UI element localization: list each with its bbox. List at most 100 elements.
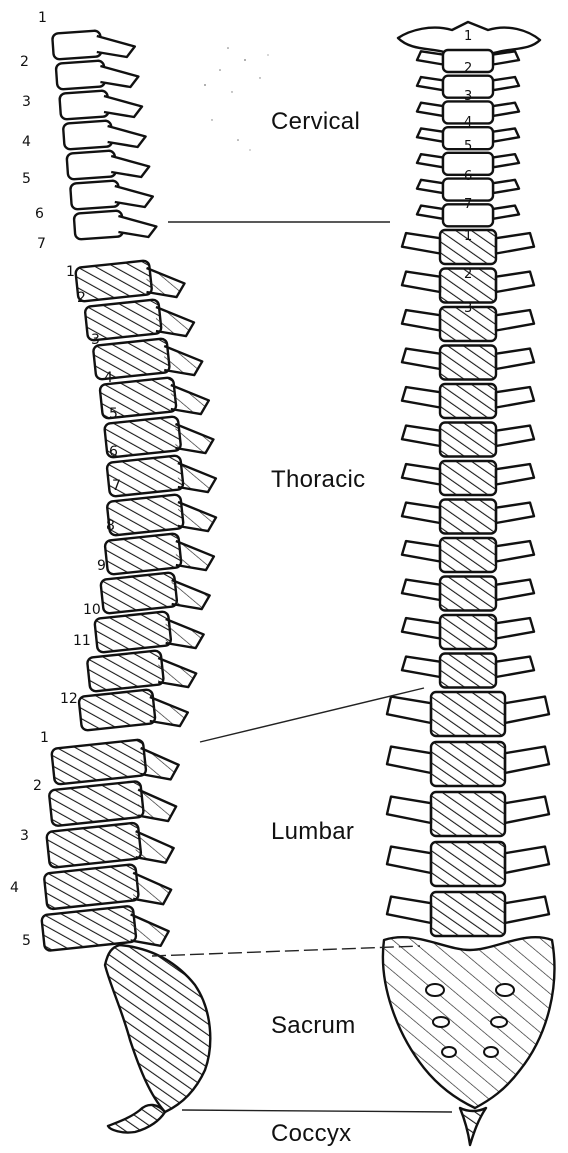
side-thoracic-spinous-process [178,463,216,492]
front-thoracic-right-process [496,464,534,484]
front-thoracic-body [440,384,496,418]
front-thoracic-left-process [402,349,440,369]
side-thoracic-body [94,611,171,653]
front-cervical-left-process [417,154,443,167]
front-cervical-right-process [493,77,519,90]
side-thoracic-number: 7 [112,478,121,494]
label-coccyx: Coccyx [271,1120,351,1148]
label-sacrum: Sacrum [271,1012,356,1040]
front-thoracic-left-process [402,580,440,600]
front-thoracic-right-process [496,310,534,330]
posterior-spine-view [383,22,555,1145]
side-thoracic-body [75,260,152,302]
front-thoracic-left-process [402,464,440,484]
side-thoracic-vertebrae [75,260,216,731]
front-thoracic-body [440,500,496,534]
label-thoracic: Thoracic [271,466,365,494]
label-cervical: Cervical [271,108,360,136]
side-thoracic-spinous-process [176,541,214,570]
front-thoracic-right-process [496,426,534,446]
side-thoracic-spinous-process [158,658,196,687]
side-lumbar-number: 3 [20,828,29,844]
front-lumbar-left-process [387,897,431,923]
front-lumbar-right-process [505,697,549,723]
side-cervical-body [52,30,102,59]
side-thoracic-number: 1 [66,264,75,280]
side-cervical-body [70,180,120,209]
side-thoracic-spinous-process [178,502,216,531]
side-lumbar-spinous-process [141,748,179,779]
side-lumbar-spinous-process [133,873,171,904]
side-thoracic-number: 6 [109,444,118,460]
lateral-spine-view [41,30,216,1132]
side-lumbar-body [44,864,139,909]
scan-speckle [204,47,269,150]
front-cervical-number: 6 [464,169,472,184]
front-cervical-left-process [417,206,443,219]
front-thoracic-vertebrae [402,230,534,688]
front-lumbar-left-process [387,747,431,773]
side-cervical-body [56,60,106,89]
side-thoracic-spinous-process [156,307,194,336]
side-cervical-spinous-process [100,66,138,87]
front-thoracic-body [440,577,496,611]
front-thoracic-right-process [496,618,534,638]
front-cervical-number: 7 [464,197,472,212]
front-thoracic-number: 1 [464,229,472,244]
front-cervical-left-process [417,128,443,141]
side-thoracic-body [78,689,155,731]
front-cervical-right-process [493,206,519,219]
front-cervical-number: 2 [464,61,472,76]
front-thoracic-right-process [496,541,534,561]
side-lumbar-spinous-process [136,831,174,862]
front-cervical-number: 5 [464,139,472,154]
front-thoracic-right-process [496,272,534,292]
front-thoracic-left-process [402,426,440,446]
side-thoracic-number: 2 [77,290,86,306]
front-cervical-number: 1 [464,29,472,44]
front-thoracic-left-process [402,618,440,638]
side-lumbar-body [51,739,146,784]
front-lumbar-left-process [387,847,431,873]
front-thoracic-right-process [496,503,534,523]
front-cervical-left-process [417,180,443,193]
side-thoracic-number: 3 [91,332,100,348]
front-thoracic-number: 2 [464,267,472,282]
side-thoracic-body [107,494,184,536]
divider-sacrum-coccyx [182,1110,452,1112]
side-cervical-number: 4 [22,134,31,150]
side-lumbar-number: 1 [40,730,49,746]
front-cervical-left-process [417,77,443,90]
side-cervical-spinous-process [111,156,149,177]
side-lumbar-number: 2 [33,778,42,794]
front-cervical-right-process [493,51,519,64]
front-sacrum [383,937,555,1108]
side-lumbar-number: 4 [10,880,19,896]
label-lumbar: Lumbar [271,818,354,846]
front-thoracic-body [440,654,496,688]
front-thoracic-left-process [402,272,440,292]
front-thoracic-left-process [402,387,440,407]
front-lumbar-right-process [505,847,549,873]
front-lumbar-right-process [505,897,549,923]
side-sacrum [105,945,210,1112]
front-lumbar-body [431,842,505,886]
side-lumbar-body [49,781,144,826]
front-thoracic-left-process [402,541,440,561]
side-thoracic-spinous-process [166,619,204,648]
front-thoracic-body [440,346,496,380]
front-thoracic-left-process [402,233,440,253]
side-thoracic-body [87,650,164,692]
side-thoracic-body [100,572,177,614]
front-thoracic-body [440,615,496,649]
front-cervical-left-process [417,51,443,64]
front-thoracic-left-process [402,310,440,330]
front-thoracic-body [440,538,496,572]
side-cervical-spinous-process [97,36,135,57]
front-thoracic-body [440,461,496,495]
side-coccyx [108,1105,165,1133]
side-lumbar-spinous-process [138,790,176,821]
side-cervical-body [59,90,109,119]
side-thoracic-spinous-process [150,697,188,726]
